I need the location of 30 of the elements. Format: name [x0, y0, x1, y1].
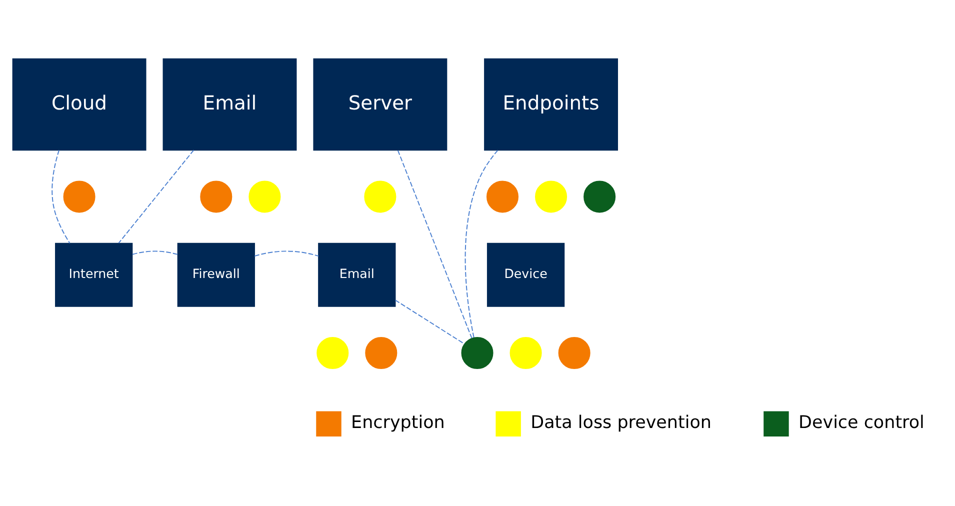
node-circle [200, 180, 232, 212]
node-circle [248, 180, 281, 212]
legend-label: Data loss prevention [530, 412, 712, 433]
node-circle [486, 180, 518, 212]
node-circle [63, 180, 96, 212]
node-box: Device [486, 242, 565, 306]
connector [464, 149, 498, 338]
node-circle [535, 180, 568, 212]
node-circle [364, 180, 396, 212]
legend-label: Encryption [351, 412, 445, 433]
node-circle [365, 336, 398, 368]
connector [397, 149, 472, 338]
node-box: Server [313, 58, 448, 150]
node-box: Email [162, 58, 297, 150]
node-circle [584, 180, 616, 212]
node-box: Endpoints [484, 58, 618, 150]
connector [254, 250, 320, 256]
connector [118, 149, 194, 244]
node-box: Email [318, 242, 396, 306]
legend-label: Device control [798, 412, 924, 433]
node-circle [316, 336, 349, 368]
node-circle [510, 336, 542, 368]
connector [132, 250, 178, 254]
node-box: Cloud [12, 58, 146, 150]
node-circle [461, 336, 494, 368]
connector [394, 299, 465, 344]
node-box: Internet [55, 242, 133, 306]
node-circle [558, 336, 590, 368]
connector [52, 149, 70, 244]
node-box: Firewall [177, 242, 255, 306]
